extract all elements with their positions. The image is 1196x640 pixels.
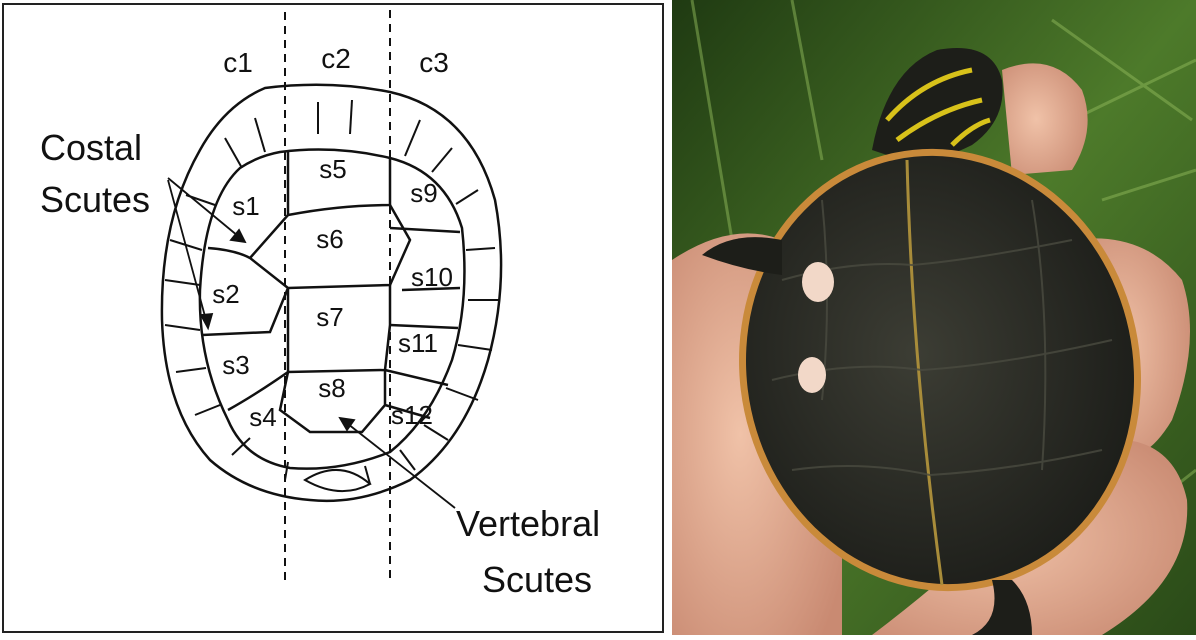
column-label-c2: c2 [321,43,351,74]
id-mark-lower [798,357,826,393]
scute-diagram-panel: c1 c2 c3 s1 s2 s3 s4 s5 s6 s7 s8 s9 s10 … [0,0,666,635]
scute-label-s9: s9 [410,178,437,208]
scute-label-s2: s2 [212,279,239,309]
scute-label-s7: s7 [316,302,343,332]
scute-label-s8: s8 [318,373,345,403]
scute-label-s6: s6 [316,224,343,254]
turtle-photo-panel [672,0,1196,635]
scute-label-s11: s11 [398,328,438,358]
carapace-diagram: c1 c2 c3 s1 s2 s3 s4 s5 s6 s7 s8 s9 s10 … [0,0,666,635]
scute-label-s5: s5 [319,154,346,184]
scute-label-s4: s4 [249,402,276,432]
id-mark-upper [802,262,834,302]
costal-callout-line1: Costal [40,127,142,168]
scute-label-s1: s1 [232,191,259,221]
scute-label-s10: s10 [411,262,453,292]
vertebral-callout-line1: Vertebral [456,503,600,544]
vertebral-callout-line2: Scutes [482,559,592,600]
costal-callout-line2: Scutes [40,179,150,220]
scute-label-s3: s3 [222,350,249,380]
turtle-photo [672,0,1196,635]
column-label-c3: c3 [419,47,449,78]
scute-label-s12: s12 [391,400,433,430]
column-label-c1: c1 [223,47,253,78]
